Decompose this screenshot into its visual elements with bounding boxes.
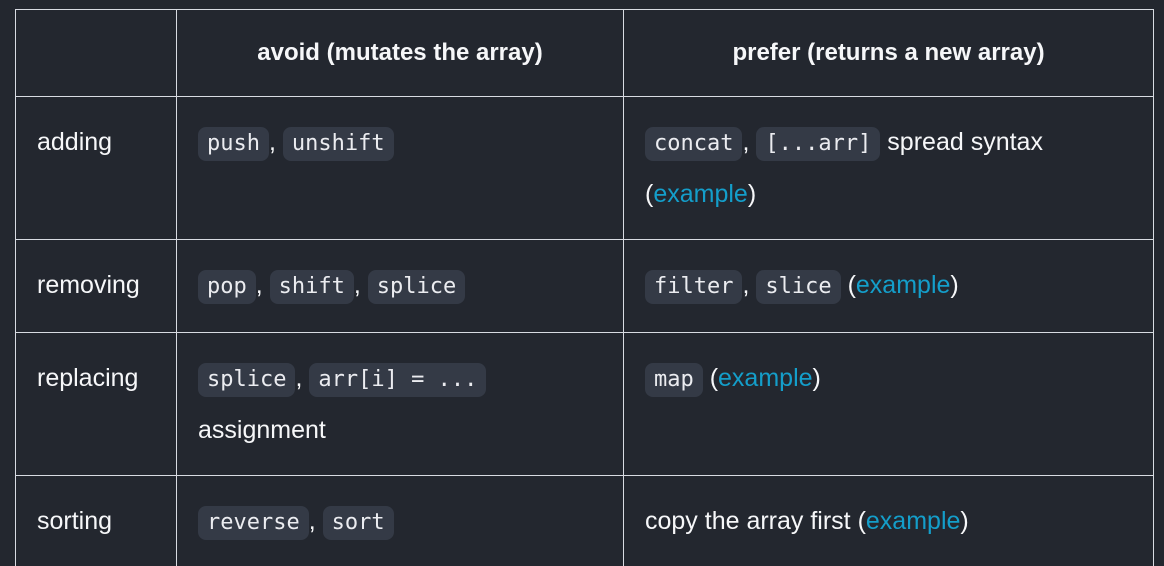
- inline-code: [...arr]: [756, 127, 881, 161]
- prefer-cell-adding: concat, [...arr] spread syntax (example): [623, 96, 1154, 240]
- inline-code: splice: [367, 270, 466, 304]
- table-header-row: avoid (mutates the array) prefer (return…: [15, 9, 1154, 97]
- text-segment: ,: [268, 128, 283, 156]
- text-segment: (: [840, 271, 856, 299]
- avoid-column-header: avoid (mutates the array): [176, 9, 624, 97]
- text-segment: ,: [742, 271, 757, 299]
- text-segment: ,: [295, 364, 310, 392]
- inline-code: sort: [322, 506, 394, 540]
- inline-code: unshift: [282, 127, 394, 161]
- text-segment: (: [702, 364, 719, 392]
- array-mutation-table: avoid (mutates the array) prefer (return…: [15, 9, 1154, 566]
- inline-code: slice: [756, 270, 841, 304]
- inline-code: pop: [198, 270, 256, 304]
- avoid-cell-removing: pop, shift, splice: [176, 239, 624, 333]
- inline-code: filter: [645, 270, 743, 304]
- text-segment: spread syntax (: [645, 128, 1043, 208]
- text-segment: ): [960, 507, 969, 535]
- text-segment: ): [747, 180, 757, 208]
- prefer-cell-removing: filter, slice (example): [623, 239, 1154, 333]
- avoid-cell-sorting: reverse, sort: [176, 475, 624, 566]
- inline-code: concat: [645, 127, 743, 161]
- avoid-cell-replacing: splice, arr[i] = ... assignment: [176, 332, 624, 476]
- prefer-cell-sorting: copy the array first (example): [623, 475, 1154, 566]
- row-label-removing: removing: [15, 239, 177, 333]
- row-label-replacing: replacing: [15, 332, 177, 476]
- example-link[interactable]: example: [718, 364, 813, 392]
- row-label-sorting: sorting: [15, 475, 177, 566]
- example-link[interactable]: example: [865, 507, 961, 535]
- prefer-column-header: prefer (returns a new array): [623, 9, 1154, 97]
- inline-code: reverse: [198, 506, 309, 540]
- text-segment: ,: [353, 271, 368, 299]
- text-segment: copy the array first (: [645, 507, 866, 535]
- example-link[interactable]: example: [653, 180, 748, 208]
- text-segment: ,: [742, 128, 757, 156]
- inline-code: map: [645, 363, 703, 397]
- text-segment: ,: [308, 507, 323, 535]
- example-link[interactable]: example: [855, 271, 951, 299]
- inline-code: push: [198, 127, 269, 161]
- text-segment: ,: [255, 271, 270, 299]
- prefer-cell-replacing: map (example): [623, 332, 1154, 476]
- avoid-cell-adding: push, unshift: [176, 96, 624, 240]
- text-segment: ): [950, 271, 959, 299]
- inline-code: arr[i] = ...: [309, 363, 487, 397]
- corner-header-cell: [15, 9, 177, 97]
- text-segment: assignment: [198, 416, 326, 444]
- inline-code: shift: [269, 270, 354, 304]
- text-segment: ): [812, 364, 821, 392]
- inline-code: splice: [198, 363, 296, 397]
- row-label-adding: adding: [15, 96, 177, 240]
